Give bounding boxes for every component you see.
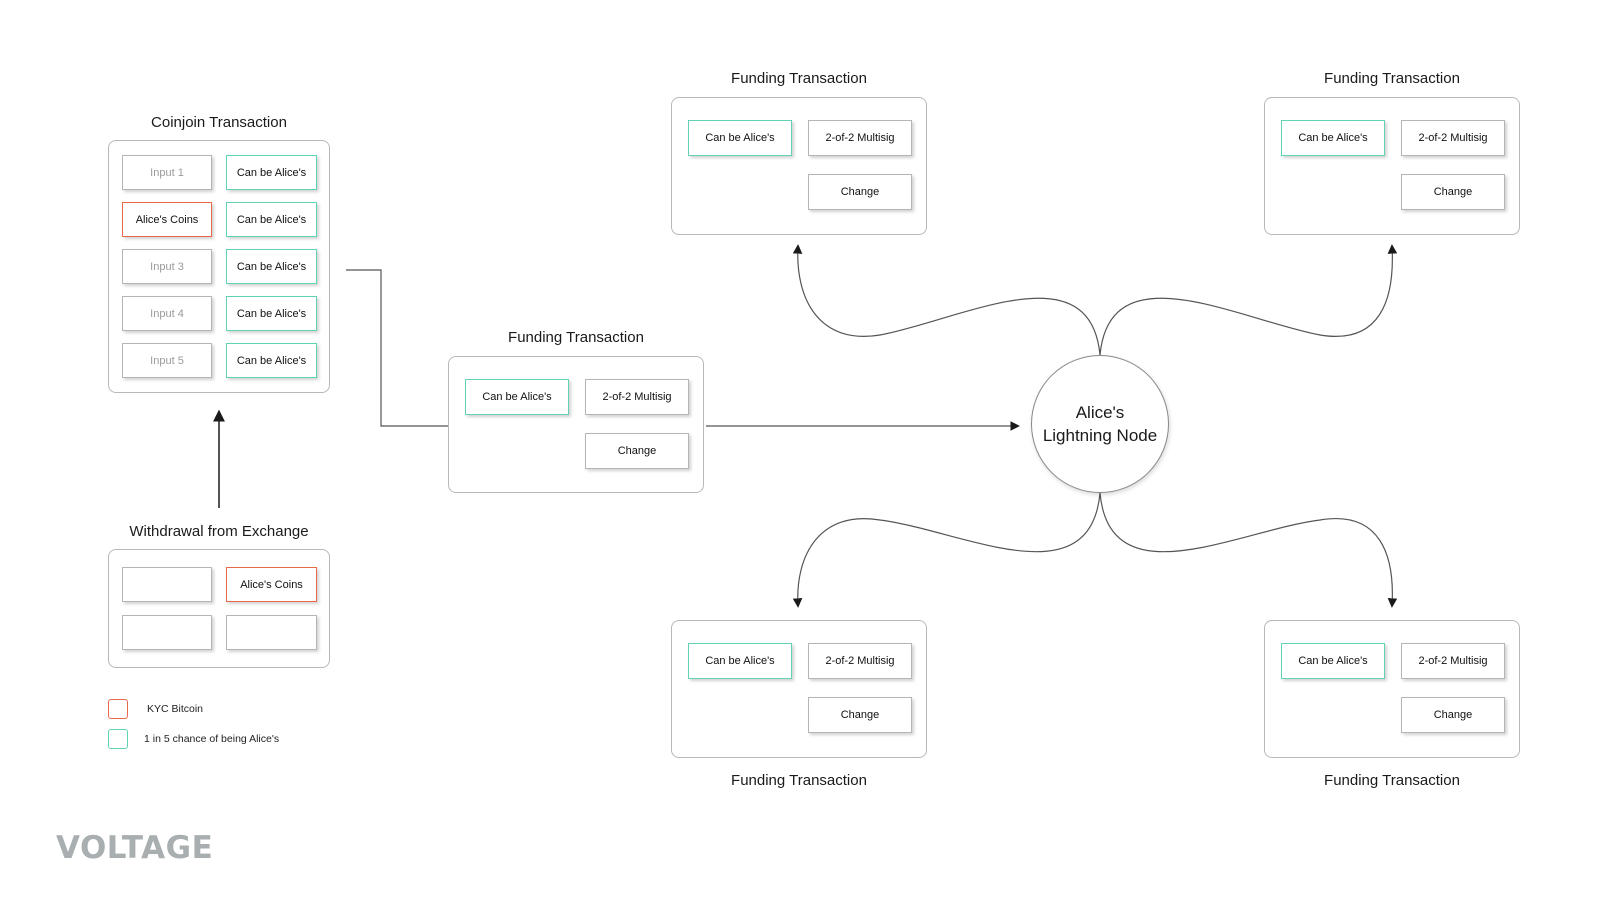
coinjoin-input-4: Input 4 xyxy=(122,296,212,331)
funding-bottom-right-title: Funding Transaction xyxy=(1324,772,1460,789)
coinjoin-title: Coinjoin Transaction xyxy=(151,114,287,131)
funding-top-left-title: Funding Transaction xyxy=(731,70,867,87)
coinjoin-output-2: Can be Alice's xyxy=(226,202,317,237)
coinjoin-input-5: Input 5 xyxy=(122,343,212,378)
legend-chance-label: 1 in 5 chance of being Alice's xyxy=(144,733,280,745)
voltage-logo: VOLTAGE xyxy=(56,830,214,866)
funding-bottom-right-output-alice: Can be Alice's xyxy=(1281,643,1385,679)
coinjoin-input-alices-coins: Alice's Coins xyxy=(122,202,212,237)
withdrawal-panel: Alice's Coins xyxy=(108,549,330,668)
arrow-node-to-funding-top-left xyxy=(792,244,1101,356)
withdrawal-output-empty-2 xyxy=(122,615,212,650)
funding-top-left-output-change: Change xyxy=(808,174,912,210)
withdrawal-output-empty-3 xyxy=(226,615,317,650)
funding-bottom-right-output-multisig: 2-of-2 Multisig xyxy=(1401,643,1505,679)
withdrawal-output-empty-1 xyxy=(122,567,212,602)
connector-coinjoin-to-funding xyxy=(346,269,448,427)
node-label-line-1: Alice's xyxy=(1075,403,1125,422)
funding-bottom-left-title: Funding Transaction xyxy=(731,772,867,789)
arrow-node-to-funding-top-right xyxy=(1099,244,1398,356)
funding-bottom-right-output-change: Change xyxy=(1401,697,1505,733)
coinjoin-output-4: Can be Alice's xyxy=(226,296,317,331)
coinjoin-output-3: Can be Alice's xyxy=(226,249,317,284)
funding-top-left-output-multisig: 2-of-2 Multisig xyxy=(808,120,912,156)
funding-bottom-right-panel: Can be Alice's 2-of-2 Multisig Change xyxy=(1264,620,1520,758)
funding-top-left-output-alice: Can be Alice's xyxy=(688,120,792,156)
funding-center-output-alice: Can be Alice's xyxy=(465,379,569,415)
funding-bottom-left-output-multisig: 2-of-2 Multisig xyxy=(808,643,912,679)
funding-bottom-left-panel: Can be Alice's 2-of-2 Multisig Change xyxy=(671,620,927,758)
funding-center-panel: Can be Alice's 2-of-2 Multisig Change xyxy=(448,356,704,493)
coinjoin-input-1: Input 1 xyxy=(122,155,212,190)
funding-bottom-left-output-alice: Can be Alice's xyxy=(688,643,792,679)
funding-top-right-panel: Can be Alice's 2-of-2 Multisig Change xyxy=(1264,97,1520,235)
alices-lightning-node: Alice's Lightning Node xyxy=(1031,355,1169,493)
arrow-node-to-funding-bottom-right xyxy=(1099,492,1398,608)
withdrawal-title: Withdrawal from Exchange xyxy=(129,523,309,540)
arrow-node-to-funding-bottom-left xyxy=(792,492,1101,608)
coinjoin-panel: Input 1 Can be Alice's Alice's Coins Can… xyxy=(108,140,330,393)
funding-top-left-panel: Can be Alice's 2-of-2 Multisig Change xyxy=(671,97,927,235)
funding-top-right-output-change: Change xyxy=(1401,174,1505,210)
coinjoin-output-1: Can be Alice's xyxy=(226,155,317,190)
legend-kyc-label: KYC Bitcoin xyxy=(147,703,204,715)
funding-top-right-output-multisig: 2-of-2 Multisig xyxy=(1401,120,1505,156)
funding-top-right-title: Funding Transaction xyxy=(1324,70,1460,87)
coinjoin-input-3: Input 3 xyxy=(122,249,212,284)
funding-bottom-left-output-change: Change xyxy=(808,697,912,733)
node-label-line-2: Lightning Node xyxy=(1042,426,1158,445)
withdrawal-output-alices-coins: Alice's Coins xyxy=(226,567,317,602)
funding-center-title: Funding Transaction xyxy=(508,329,644,346)
legend-chance-swatch xyxy=(108,729,128,749)
coinjoin-output-5: Can be Alice's xyxy=(226,343,317,378)
funding-center-output-change: Change xyxy=(585,433,689,469)
legend-kyc-swatch xyxy=(108,699,128,719)
funding-center-output-multisig: 2-of-2 Multisig xyxy=(585,379,689,415)
funding-top-right-output-alice: Can be Alice's xyxy=(1281,120,1385,156)
